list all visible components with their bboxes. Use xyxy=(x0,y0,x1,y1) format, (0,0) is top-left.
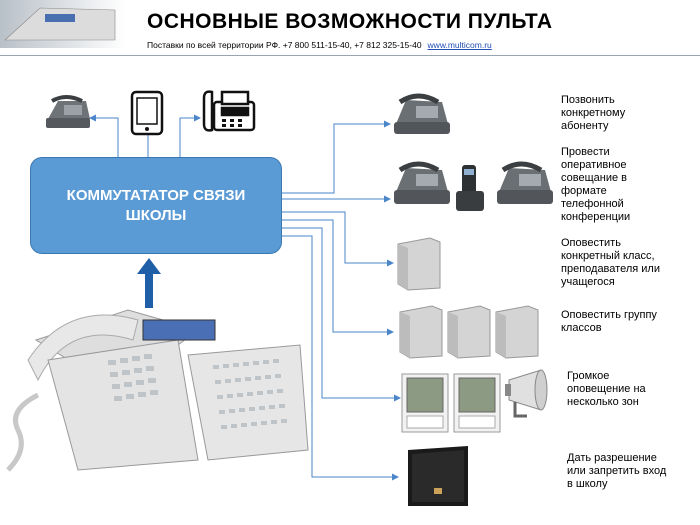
cordless-phone xyxy=(456,165,484,211)
mobile-phone xyxy=(130,90,164,136)
box-speaker-2 xyxy=(453,373,501,433)
capability-4: Оповестить группу классов xyxy=(561,309,657,334)
capability-3: Оповестить конкретный класс, преподавате… xyxy=(561,237,660,288)
capability-5: Громкое оповещение на несколько зон xyxy=(567,370,646,408)
header-divider xyxy=(0,55,700,56)
capability-6: Дать разрешение или запретить вход в шко… xyxy=(567,452,667,490)
door-panel xyxy=(408,446,468,506)
desk-phone-3 xyxy=(497,161,553,204)
page-title: ОСНОВНЫЕ ВОЗМОЖНОСТИ ПУЛЬТА xyxy=(147,10,553,33)
header-thumbnail xyxy=(0,0,125,48)
capability-1: Позвонить конкретному абоненту xyxy=(561,94,626,132)
top-connectors xyxy=(89,114,201,157)
upward-arrow xyxy=(137,258,161,308)
desk-phone-2 xyxy=(394,161,450,204)
contact-info: Поставки по всей территории РФ. +7 800 5… xyxy=(147,40,422,50)
right-connectors xyxy=(282,120,401,481)
wall-speaker-4 xyxy=(495,305,539,359)
desk-phone-1 xyxy=(394,93,450,134)
box-speaker-1 xyxy=(401,373,449,433)
horn-speaker xyxy=(505,369,548,418)
operator-console xyxy=(6,309,309,472)
school-switch-box: КОММУТАТАТОР СВЯЗИ ШКОЛЫ xyxy=(30,157,282,254)
wall-speaker-2 xyxy=(399,305,443,359)
wall-speaker-3 xyxy=(447,305,491,359)
website-link[interactable]: www.multicom.ru xyxy=(427,40,492,50)
desk-phone-small xyxy=(46,95,90,128)
page-subtitle: Поставки по всей территории РФ. +7 800 5… xyxy=(147,40,492,50)
wall-speaker-1 xyxy=(397,237,441,291)
switch-box-label: КОММУТАТАТОР СВЯЗИ ШКОЛЫ xyxy=(66,186,246,224)
capability-2: Провести оперативное совещание в формате… xyxy=(561,146,631,223)
fax-icon xyxy=(202,90,256,132)
